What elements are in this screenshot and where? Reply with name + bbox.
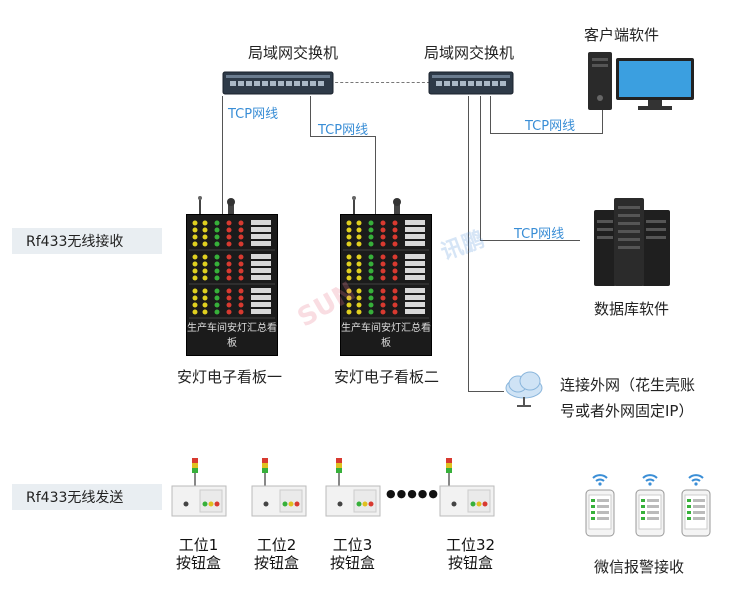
tcp-label-3: TCP网线: [525, 119, 576, 134]
wechat-alarm-label: 微信报警接收: [594, 558, 685, 576]
database-software-label: 数据库软件: [594, 300, 670, 318]
network-switch-right: [428, 70, 514, 96]
board-1-label: 安灯电子看板一: [177, 368, 283, 386]
link-switch1-board2-vertical: [310, 96, 311, 136]
tcp-label-1: TCP网线: [228, 107, 279, 122]
network-switch-left: [222, 70, 334, 96]
link-external-horizontal: [468, 391, 504, 392]
link-db-vertical: [480, 96, 481, 241]
rf-send-tag: Rf433无线发送: [12, 484, 162, 510]
switch-left-label: 局域网交换机: [248, 44, 339, 62]
link-client-up: [602, 110, 603, 134]
phone-2: [634, 472, 666, 538]
link-client-horizontal: [490, 133, 602, 134]
client-computer-icon: [586, 46, 698, 112]
link-board2-vertical: [375, 136, 376, 216]
link-board1-horizontal: [222, 120, 223, 215]
database-server-icon: [588, 196, 676, 288]
client-software-label: 客户端软件: [584, 26, 660, 44]
phone-3: [680, 472, 712, 538]
tcp-label-2: TCP网线: [318, 123, 369, 138]
button-box-3: [320, 456, 382, 520]
external-network-line1: 连接外网（花生壳账: [560, 376, 696, 394]
board-2-label: 安灯电子看板二: [334, 368, 440, 386]
board2-leds: [343, 220, 429, 319]
external-network-line2: 号或者外网固定IP）: [560, 402, 694, 420]
switch-right-label: 局域网交换机: [424, 44, 515, 62]
switch-interconnect-line: [330, 82, 430, 83]
button-box-1: [166, 456, 228, 520]
rf-receive-tag: Rf433无线接收: [12, 228, 162, 254]
phone-1: [584, 472, 616, 538]
cloud-icon: [502, 368, 548, 408]
andon-board-2: 生产车间安灯汇总看板: [340, 194, 432, 356]
board2-caption: 生产车间安灯汇总看板: [341, 323, 431, 349]
link-external-vertical: [468, 96, 469, 392]
board1-leds: [189, 220, 275, 319]
andon-board-1: 生产车间安灯汇总看板: [186, 194, 278, 356]
button-box-2: [246, 456, 308, 520]
link-db-horizontal: [480, 240, 580, 241]
link-switch1-board2-horizontal: [310, 136, 375, 137]
ellipsis-dots: ●●●●●●: [386, 487, 450, 500]
link-switch1-vertical: [222, 96, 223, 120]
link-client-vertical: [490, 96, 491, 134]
tcp-label-4: TCP网线: [514, 227, 565, 242]
button-box-32: [434, 456, 496, 520]
board1-caption: 生产车间安灯汇总看板: [187, 323, 277, 349]
